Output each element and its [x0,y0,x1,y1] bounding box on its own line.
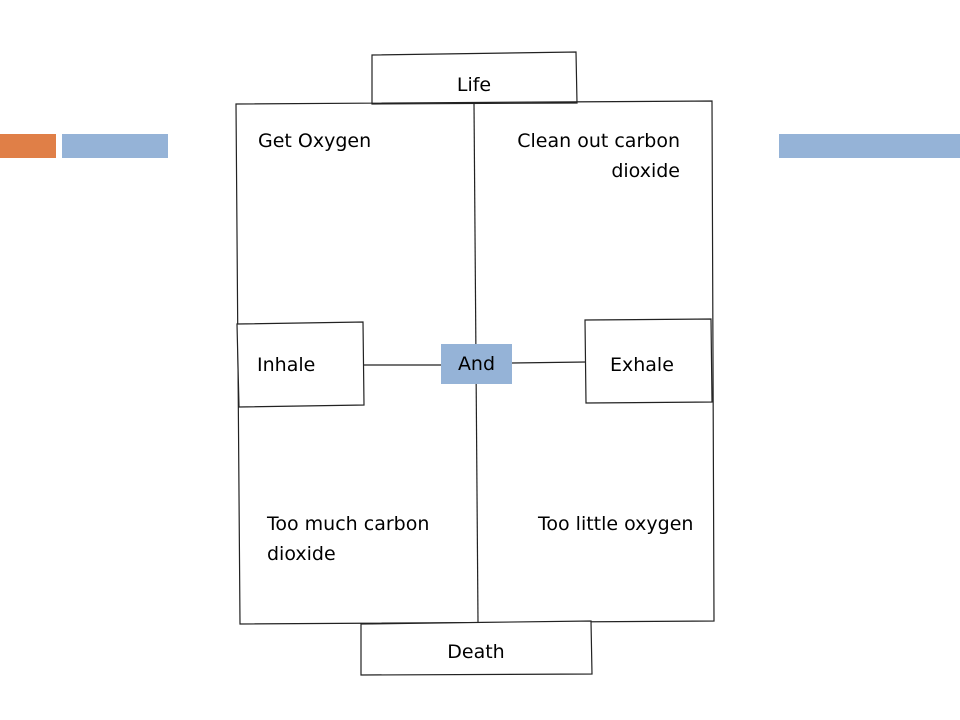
exhale-label: Exhale [610,354,674,376]
blue-accent-bar-left [62,134,168,158]
inhale-label: Inhale [257,354,316,376]
and-box [441,344,512,384]
death-label: Death [447,641,505,663]
too-much-co2-label: Too much carbon dioxide [267,513,430,565]
right-connector [511,361,587,364]
and-label: And [457,353,496,375]
main-frame [235,100,715,625]
life-box [371,51,578,105]
life-label: Life [456,74,492,96]
inhale-box [236,321,365,408]
exhale-box [584,318,713,404]
get-oxygen-label: Get Oxygen [258,130,372,152]
death-box [360,620,593,676]
clean-out-co2-label: Clean out carbon dioxide [517,130,680,182]
too-little-oxygen-label: Too little oxygen [538,513,694,535]
blue-accent-bar-right [779,134,960,158]
orange-accent-bar [0,134,56,158]
